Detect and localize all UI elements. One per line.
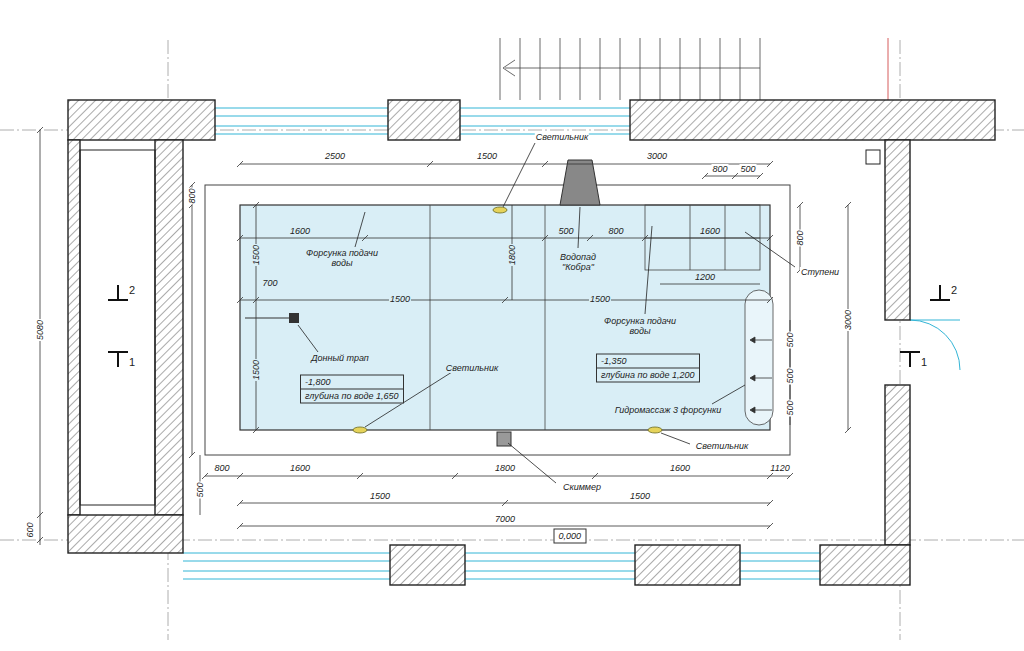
dimension: 800 (213, 463, 230, 473)
dimension: 800 (607, 226, 624, 236)
depth-note: глубина по воде 1,200 (597, 368, 699, 382)
dimension: 500 (195, 481, 205, 498)
level-box: -1,800глубина по воде 1,650 (300, 375, 404, 404)
dimension: 1500 (369, 491, 391, 501)
section-mark: 1 (920, 356, 928, 368)
callout-label: Светильник (695, 441, 749, 451)
dimension: 800 (187, 187, 197, 204)
dimension: 1500 (251, 359, 261, 381)
callout-label: Водопад "Кобра" (546, 252, 610, 272)
dimension: 7000 (494, 514, 516, 524)
dimension: 1500 (629, 491, 651, 501)
level-box: -1,350глубина по воде 1,200 (596, 354, 700, 383)
callout-label: Ступени (800, 267, 840, 277)
dimension: 1500 (589, 294, 611, 304)
dimension: 1800 (507, 244, 517, 266)
dimension: 500 (557, 226, 574, 236)
dimension: 800 (711, 164, 728, 174)
callout-label: Гидромассаж 3 форсунки (614, 405, 723, 415)
callout-label: Донный трап (310, 353, 370, 363)
section-mark: 2 (128, 284, 136, 296)
dimension: 700 (261, 278, 278, 288)
section-mark: 1 (128, 356, 136, 368)
dimension: 1600 (289, 226, 311, 236)
dimension: 500 (785, 399, 795, 416)
callout-label: Форсунка подачи воды (301, 248, 383, 268)
dimension: 500 (785, 367, 795, 384)
callout-label: Светильник (445, 363, 499, 373)
dimension: 3000 (843, 309, 853, 331)
dimension: 600 (25, 521, 35, 538)
callout-label: Светильник (535, 132, 589, 142)
dimension: 3000 (646, 151, 668, 161)
dimension: 5080 (35, 319, 45, 341)
dimension: 1500 (476, 151, 498, 161)
dimension: 2500 (324, 151, 346, 161)
dimension: 1200 (694, 272, 716, 282)
dimension: 500 (739, 164, 756, 174)
dimension: 1600 (289, 463, 311, 473)
callout-label: Скиммер (562, 482, 602, 492)
level-mark: -1,350 (597, 355, 699, 368)
dimension: 1500 (251, 244, 261, 266)
dimension: 1120 (769, 463, 790, 473)
dimension: 500 (785, 331, 795, 348)
dimension: 1800 (494, 463, 516, 473)
dimension: 1600 (669, 463, 691, 473)
dimension: 1600 (699, 226, 721, 236)
level-mark: -1,800 (301, 376, 403, 389)
level-mark: 0,000 (555, 530, 586, 543)
dimension: 1500 (389, 294, 411, 304)
depth-note: глубина по воде 1,650 (301, 389, 403, 403)
dimension: 800 (795, 229, 805, 246)
section-mark: 2 (950, 284, 958, 296)
callout-label: Форсунка подачи воды (599, 316, 681, 336)
level-box: 0,000 (554, 529, 587, 544)
